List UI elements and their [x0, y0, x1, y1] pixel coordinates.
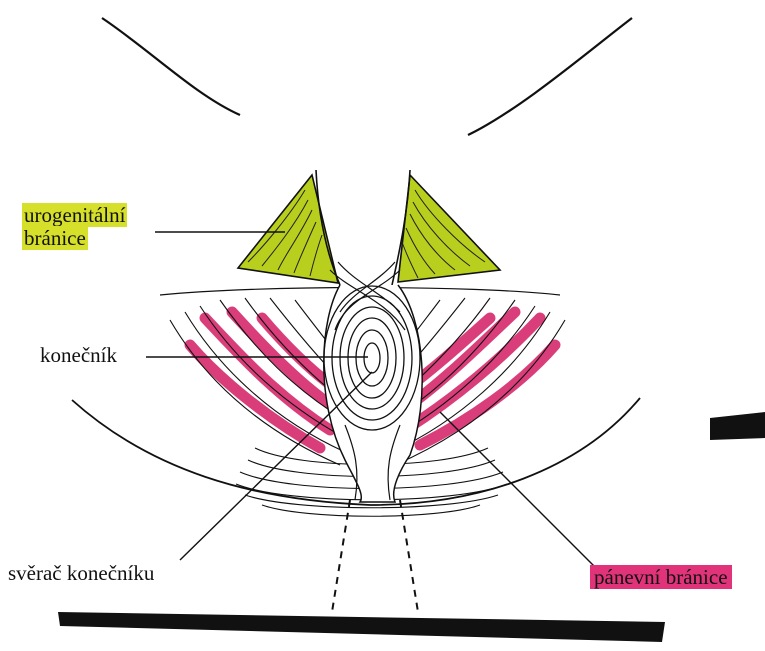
- right-urogenital-triangle: [398, 175, 500, 282]
- left-thigh-contour: [102, 18, 240, 115]
- sphincter-label: svěrač konečníku: [8, 562, 154, 585]
- pelvic-diaphragm-label: pánevní bránice: [590, 566, 732, 589]
- pelvic-leader: [440, 412, 600, 572]
- left-dashed-line: [332, 500, 350, 612]
- urogenital-diaphragm: [238, 170, 500, 285]
- urogenital-label-line2: bránice: [22, 226, 88, 250]
- pelvic-label-text: pánevní bránice: [590, 565, 732, 589]
- urogenital-diaphragm-label: urogenitální bránice: [22, 204, 127, 250]
- anal-canal: [324, 262, 422, 502]
- base-bar: [58, 612, 665, 642]
- rectum-label: konečník: [40, 344, 117, 367]
- right-dashed-line: [400, 500, 418, 612]
- urogenital-label-line1: urogenitální: [22, 203, 127, 227]
- sphincter-leader: [180, 372, 372, 560]
- side-marker: [710, 412, 765, 440]
- right-thigh-contour: [468, 18, 632, 135]
